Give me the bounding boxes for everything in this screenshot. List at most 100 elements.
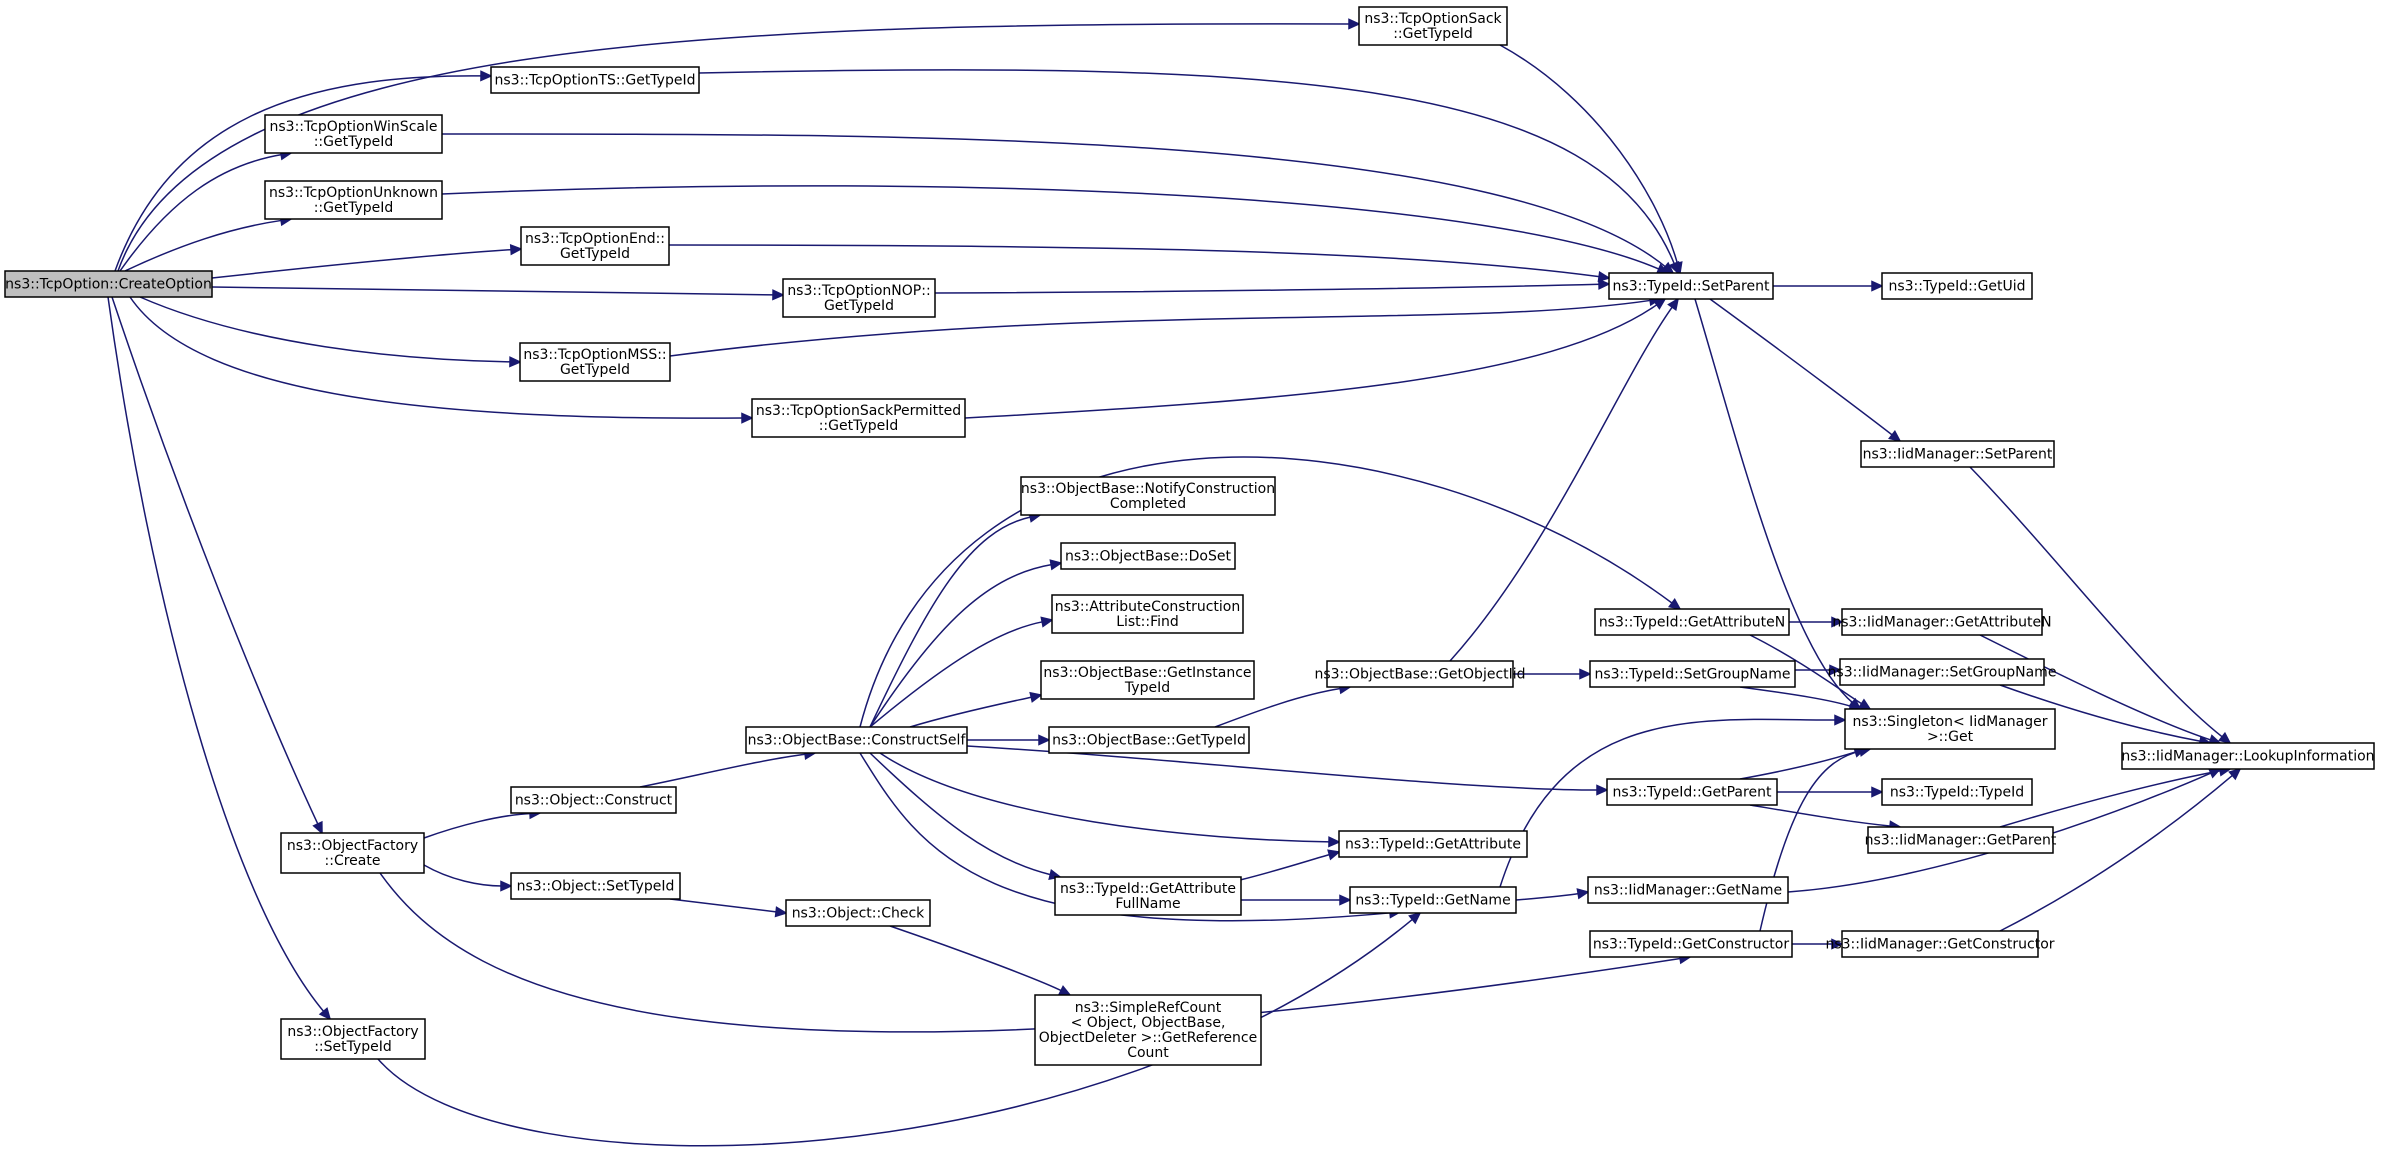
node-label: ns3::ObjectBase::ConstructSelf	[748, 733, 967, 749]
call-edge-n18-n9	[1449, 297, 1680, 662]
node-label: ns3::TypeId::SetParent	[1613, 279, 1770, 295]
edge-line	[1999, 774, 2234, 932]
node-label: ns3::TcpOptionEnd::	[525, 231, 665, 247]
function-node[interactable]: ns3::TcpOptionTS::GetTypeId	[490, 66, 700, 94]
arrowhead	[741, 412, 754, 424]
call-edge-n0-n6	[211, 286, 785, 301]
edge-line	[114, 75, 483, 272]
node-box	[751, 398, 966, 438]
arrowhead	[1596, 784, 1609, 796]
function-node[interactable]: ns3::TypeId::SetParent	[1608, 272, 1774, 300]
call-edge-n33-n23	[1499, 714, 1847, 888]
function-node[interactable]: ns3::IidManager::LookupInformation	[2121, 742, 2375, 770]
node-box	[1020, 476, 1276, 516]
function-node[interactable]: ns3::TypeId::SetGroupName	[1589, 660, 1796, 688]
node-label: ns3::ObjectBase::GetObjectIid	[1314, 667, 1525, 683]
function-node[interactable]: ns3::IidManager::SetParent	[1860, 440, 2055, 468]
arrowhead	[1576, 888, 1590, 900]
arrowhead	[2207, 768, 2222, 779]
call-edge-n32-n33	[1240, 894, 1352, 906]
call-edge-n0-n5	[211, 244, 523, 279]
function-node[interactable]: ns3::ObjectBase::DoSet	[1060, 542, 1236, 570]
call-edge-n9-n23	[1694, 298, 1862, 711]
function-node[interactable]: ns3::TypeId::GetUid	[1881, 272, 2033, 300]
arrowhead	[1579, 668, 1592, 680]
node-box	[1034, 994, 1262, 1066]
edge-line	[423, 812, 532, 839]
call-edge-n16-n31	[879, 752, 1341, 848]
node-label: ::SetTypeId	[314, 1039, 392, 1055]
node-label: ns3::ObjectBase::GetInstance	[1043, 665, 1251, 681]
function-node[interactable]: ns3::TcpOptionWinScale::GetTypeId	[264, 114, 443, 154]
edge-line	[669, 898, 778, 913]
arrowhead	[1029, 691, 1043, 703]
node-box	[1040, 660, 1255, 700]
function-node[interactable]: ns3::TypeId::GetParent	[1606, 778, 1778, 806]
function-node[interactable]: ns3::ObjectBase::NotifyConstructionCompl…	[1020, 476, 1276, 516]
node-label: ns3::Object::Check	[792, 906, 925, 922]
function-node[interactable]: ns3::SimpleRefCount< Object, ObjectBase,…	[1034, 994, 1262, 1066]
edge-line	[869, 752, 1052, 876]
function-node[interactable]: ns3::TcpOptionSack::GetTypeId	[1358, 6, 1508, 46]
node-label: ns3::TypeId::GetAttribute	[1060, 881, 1236, 897]
function-node[interactable]: ns3::IidManager::GetParent	[1865, 826, 2057, 854]
arrowhead	[1597, 270, 1611, 283]
function-node[interactable]: ns3::Object::Construct	[510, 786, 677, 814]
node-label: ::Create	[325, 853, 381, 869]
function-node[interactable]: ns3::TypeId::GetAttribute	[1338, 830, 1528, 858]
node-label: List::Find	[1116, 614, 1179, 630]
call-edge-n0-n39	[107, 296, 332, 1021]
function-node[interactable]: ns3::IidManager::SetGroupName	[1828, 658, 2057, 686]
function-node[interactable]: ns3::TcpOptionSackPermitted::GetTypeId	[751, 398, 966, 438]
function-node[interactable]: ns3::IidManager::GetName	[1587, 876, 1789, 904]
node-label: ns3::TcpOptionNOP::	[787, 283, 930, 299]
call-edge-n9-n10	[1772, 280, 1884, 292]
arrowhead	[1667, 598, 1682, 611]
call-edge-n0-n7	[139, 296, 522, 368]
function-node[interactable]: ns3::TcpOptionMSS::GetTypeId	[519, 342, 671, 382]
function-node[interactable]: ns3::TypeId::GetName	[1349, 886, 1517, 914]
function-node[interactable]: ns3::TypeId::TypeId	[1881, 778, 2033, 806]
edge-line	[111, 296, 319, 826]
edge-line	[441, 133, 1667, 268]
edge-line	[859, 752, 1392, 922]
function-node[interactable]: ns3::Object::SetTypeId	[510, 872, 681, 900]
function-node[interactable]: ns3::ObjectBase::ConstructSelf	[745, 726, 968, 754]
arrowhead	[1040, 616, 1054, 628]
arrowhead	[500, 880, 513, 892]
function-node[interactable]: ns3::ObjectBase::GetObjectIid	[1314, 660, 1526, 688]
call-edge-n19-n20	[1789, 616, 1844, 628]
edge-line	[1694, 298, 1854, 704]
node-label: ns3::TypeId::SetGroupName	[1594, 667, 1790, 683]
function-node[interactable]: ns3::ObjectFactory::Create	[280, 832, 425, 874]
node-box	[2121, 742, 2375, 770]
function-node[interactable]: ns3::IidManager::GetConstructor	[1825, 930, 2055, 958]
function-node[interactable]: ns3::Object::Check	[785, 899, 931, 927]
function-node[interactable]: ns3::TcpOptionUnknown::GetTypeId	[264, 180, 443, 220]
node-box	[1060, 542, 1236, 570]
function-node[interactable]: ns3::TypeId::GetAttributeN	[1594, 608, 1790, 636]
root-function-node[interactable]: ns3::TcpOption::CreateOption	[4, 270, 213, 298]
node-label: GetTypeId	[824, 298, 894, 314]
edge-line	[1709, 298, 1894, 437]
call-edge-n35-n38	[889, 925, 1072, 996]
edge-line	[1969, 466, 2224, 739]
node-label: ns3::AttributeConstruction	[1055, 599, 1240, 615]
node-box	[1587, 876, 1789, 904]
function-node[interactable]: ns3::IidManager::GetAttributeN	[1832, 608, 2052, 636]
call-edge-n21-n22	[1795, 664, 1842, 676]
function-node[interactable]: ns3::ObjectBase::GetTypeId	[1048, 726, 1250, 754]
call-edge-n39-n33	[377, 911, 1422, 1147]
call-edge-n4-n9	[441, 185, 1670, 274]
function-node[interactable]: ns3::ObjectFactory::SetTypeId	[280, 1018, 426, 1060]
function-node[interactable]: ns3::Singleton< IidManager >::Get	[1844, 708, 2056, 750]
node-box	[785, 899, 931, 927]
function-node[interactable]: ns3::TypeId::GetConstructor	[1589, 930, 1793, 958]
function-node[interactable]: ns3::TcpOptionEnd::GetTypeId	[520, 226, 670, 266]
function-node[interactable]: ns3::TcpOptionNOP::GetTypeId	[782, 278, 936, 318]
arrowhead	[1668, 260, 1680, 275]
edge-line	[669, 299, 1652, 357]
